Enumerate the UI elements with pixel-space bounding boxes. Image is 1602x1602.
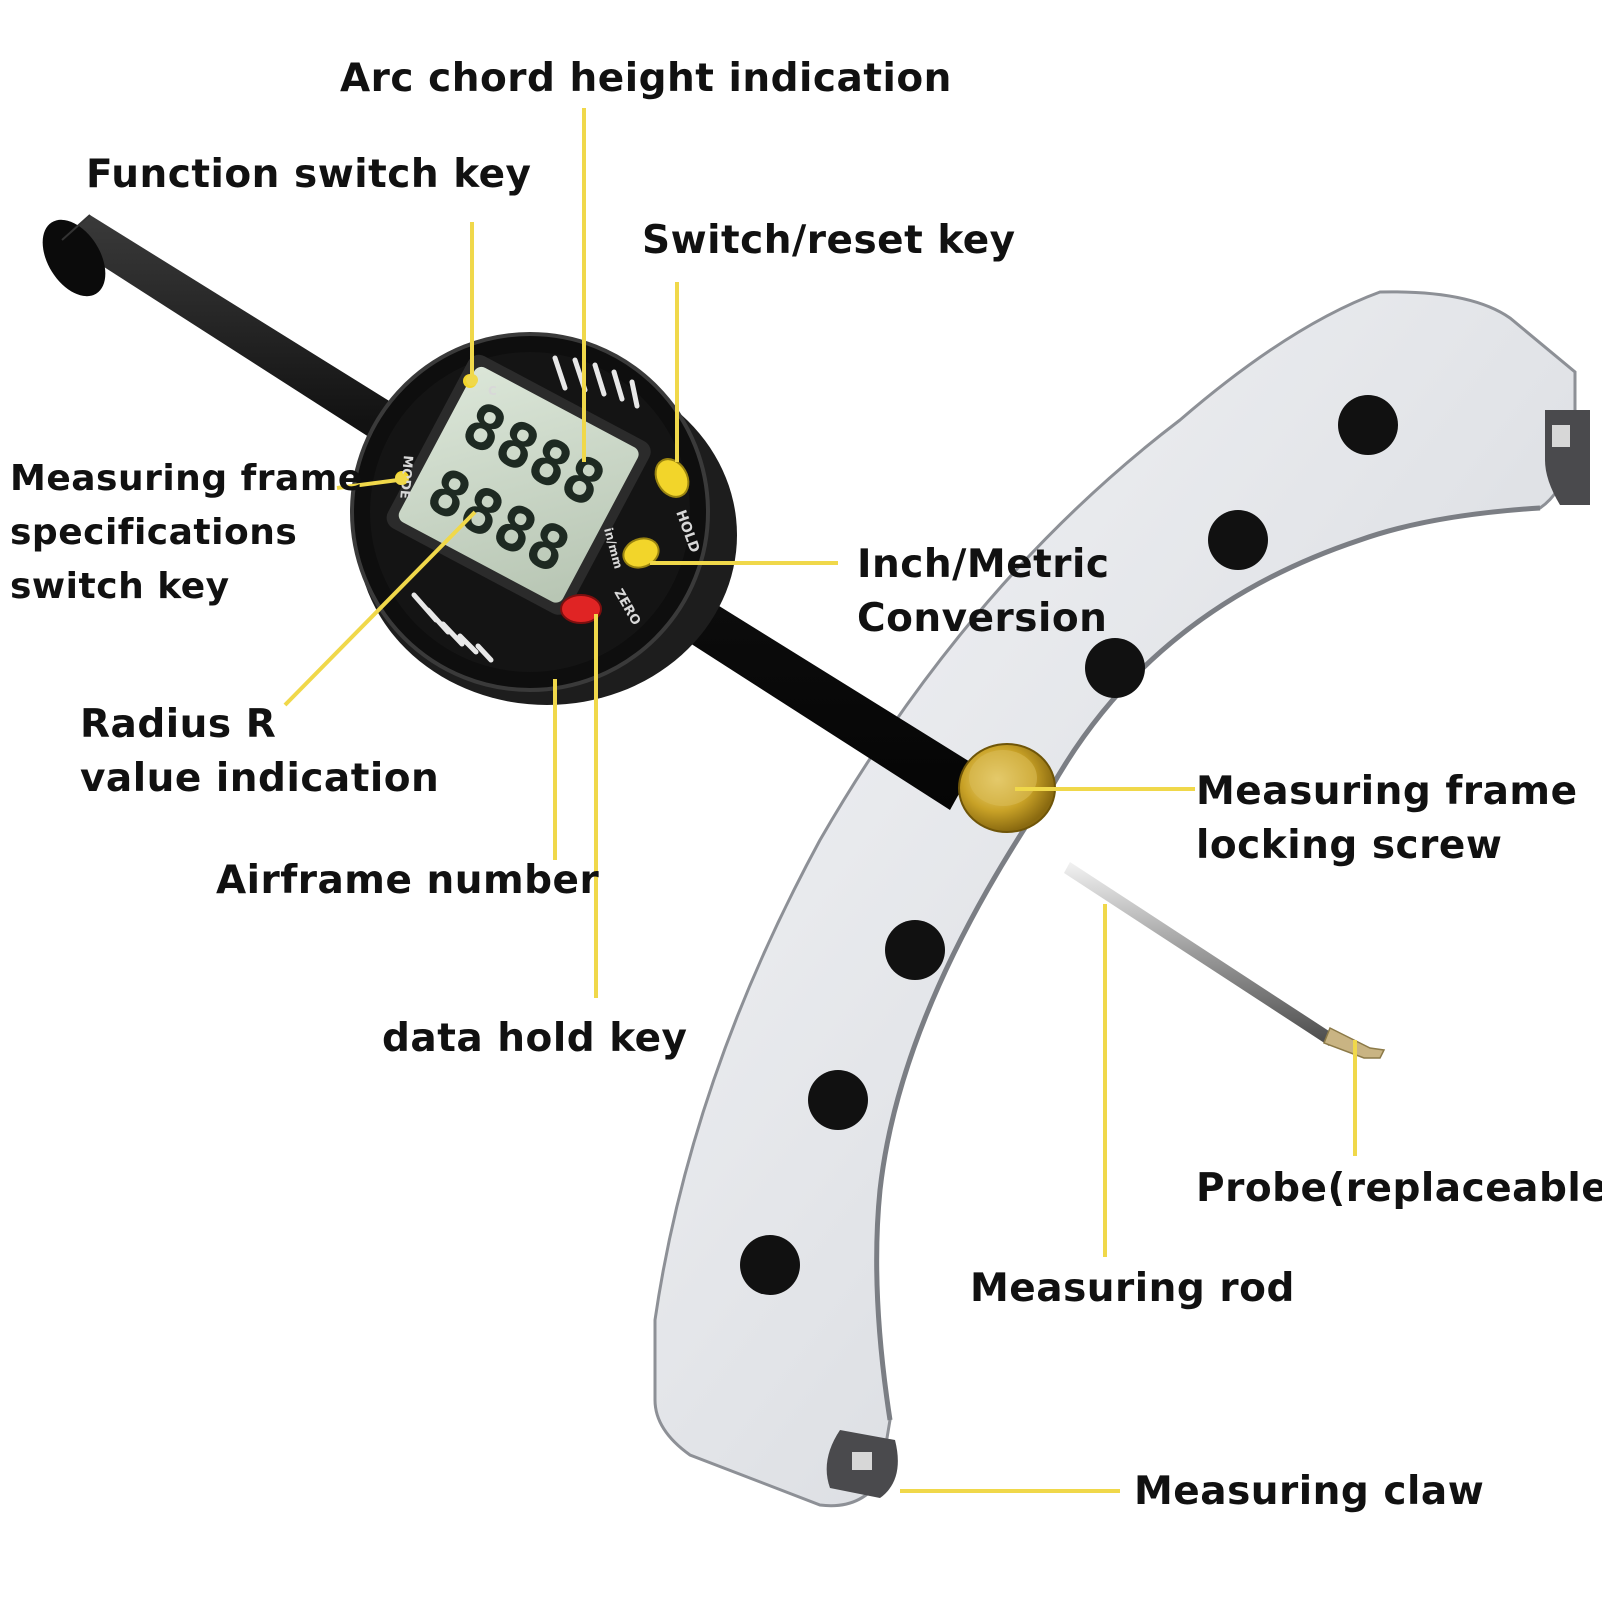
label-locking-screw-line2: locking screw [1196,823,1503,868]
label-airframe-number: Airframe number [216,858,600,903]
label-frame-spec-line1: Measuring frame [10,458,363,499]
label-radius-r: Radius R value indication [80,698,439,806]
label-inch-metric-line2: Conversion [857,596,1108,641]
inch-mm-button[interactable] [619,534,662,573]
leader-frame-spec [336,478,399,490]
label-switch-reset-key: Switch/reset key [642,218,1016,263]
label-frame-spec-line3: switch key [10,566,230,607]
frame-holes [740,395,1398,1295]
label-inch-metric-line1: Inch/Metric [857,542,1110,587]
zero-button[interactable] [560,594,602,624]
measuring-claw-top [1545,410,1590,505]
label-arc-chord-height: Arc chord height indication [340,56,952,101]
label-frame-spec-line2: specifications [10,512,298,553]
label-radius-line2: value indication [80,756,440,801]
probe-rod [1064,862,1386,1059]
c-text: C [488,384,497,398]
hold-button[interactable] [649,453,695,503]
label-measuring-claw: Measuring claw [1134,1469,1485,1514]
label-frame-spec-switch: Measuring frame specifications switch ke… [10,452,363,614]
leader-dots [395,374,478,485]
label-measuring-rod: Measuring rod [970,1266,1295,1311]
label-function-switch-key: Function switch key [86,152,532,197]
measuring-claw-bottom [826,1430,898,1498]
label-inch-metric: Inch/Metric Conversion [857,538,1110,646]
label-data-hold-key: data hold key [382,1016,688,1061]
lcd-display: 8888 8888 [386,354,651,615]
label-locking-screw: Measuring frame locking screw [1196,765,1578,873]
label-radius-line1: Radius R [80,702,277,747]
label-locking-screw-line1: Measuring frame [1196,769,1578,814]
label-probe: Probe(replaceable) [1196,1166,1602,1211]
leader-lines [283,108,1357,1493]
measuring-frame [653,290,1577,1508]
leader-radius [283,510,477,707]
